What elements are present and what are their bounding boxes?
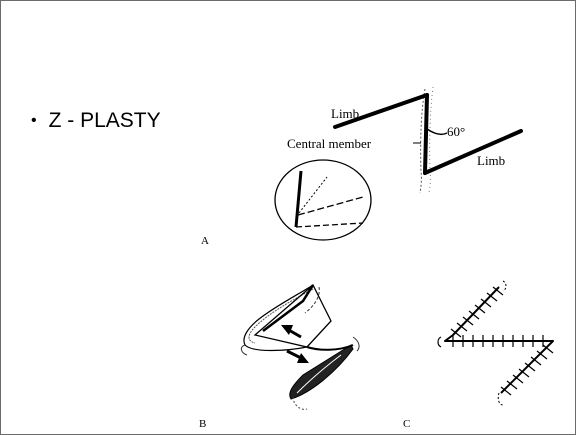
label-angle: 60° (447, 124, 465, 139)
inset-circle (274, 159, 372, 241)
bottom-limb-line (423, 129, 523, 175)
top-limb-line (333, 93, 429, 129)
arrow-icon (281, 325, 302, 339)
bullet-item: • Z - PLASTY (31, 109, 161, 133)
panel-label-c: C (403, 418, 411, 430)
figure-b-flap-transposition: B (199, 283, 360, 430)
label-limb-top: Limb (331, 106, 359, 121)
panel-label-a: A (201, 235, 210, 247)
suture-line (444, 286, 554, 394)
label-central-member: Central member (287, 136, 372, 151)
bullet-marker: • (31, 112, 37, 129)
bullet-text: Z - PLASTY (48, 109, 161, 132)
figure-a-z-diagram: Limb Central member 60° Limb A (201, 86, 523, 247)
arrow-icon (286, 349, 309, 363)
figure-c-sutured-z: C (403, 280, 554, 430)
panel-label-b: B (199, 418, 207, 430)
central-member-line (423, 93, 429, 175)
label-limb-bottom: Limb (477, 153, 505, 168)
angle-arc (426, 128, 448, 136)
